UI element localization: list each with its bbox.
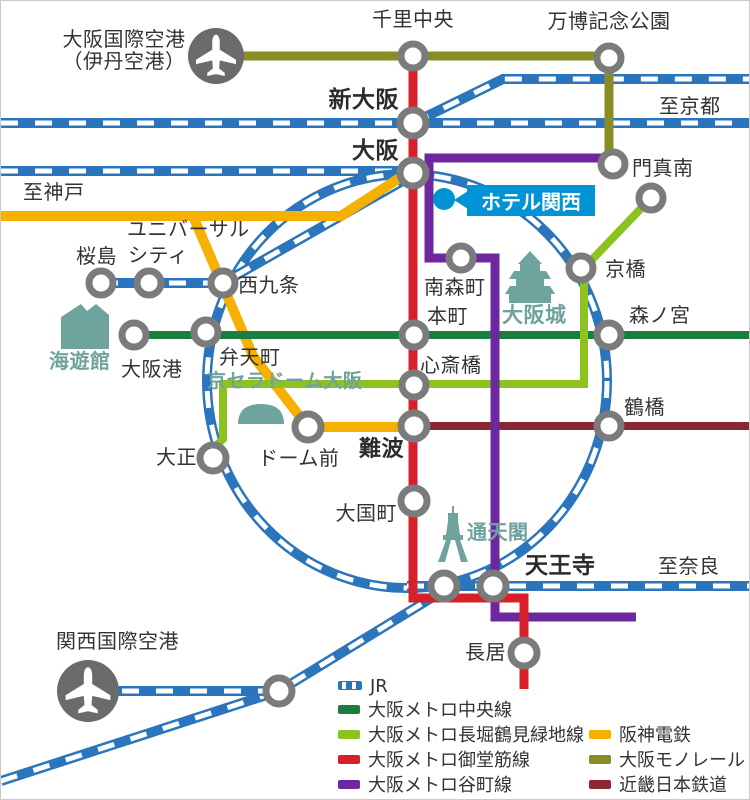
label-kansai-airport: 関西国際空港 [56, 629, 179, 653]
label-shin-osaka: 新大阪 [328, 87, 399, 113]
label-itami-airport: 大阪国際空港 （伊丹空港） [62, 27, 186, 73]
station-circle-kyobashi [565, 252, 597, 284]
legend-label-jr: JR [370, 676, 388, 697]
label-osaka-castle: 大阪城 [502, 303, 567, 327]
monorail-line-swatch [589, 755, 611, 764]
label-dome-mae: ドーム前 [258, 446, 340, 470]
hotel-callout-pointer [454, 191, 468, 209]
legend-row-metro-nagahori: 大阪メトロ長堀鶴見緑地線 [338, 726, 584, 746]
label-osaka: 大阪 [352, 138, 399, 164]
label-morinomiya: 森ノ宮 [629, 303, 691, 327]
label-to-kyoto: 至京都 [659, 94, 721, 118]
station-circle-shinsaibashi [398, 369, 430, 401]
landmark-icons [61, 251, 555, 562]
midosuji-line-swatch [338, 755, 360, 764]
station-circle-nagai [507, 636, 541, 670]
legend-label-metro-midosuji: 大阪メトロ御堂筋線 [368, 750, 530, 771]
label-osakako: 大阪港 [121, 357, 183, 381]
label-nagai: 長居 [465, 640, 506, 664]
legend-label-metro-chuo: 大阪メトロ中央線 [368, 700, 512, 721]
station-circle-daikokucho [397, 484, 431, 518]
station-circle-namba [397, 409, 431, 443]
station-circle-taisho [196, 441, 230, 475]
kyocera-dome-icon [238, 404, 284, 424]
label-nishikujo: 西九条 [238, 273, 300, 297]
label-kaiyukan: 海遊館 [49, 349, 111, 373]
label-daikokucho: 大国町 [335, 501, 397, 525]
station-circle-senri-chuo [397, 40, 429, 72]
label-universal-city-2: シティ [128, 243, 189, 267]
legend-row-monorail: 大阪モノレール [589, 751, 745, 771]
station-circle-osaka [396, 156, 430, 190]
legend-label-metro-nagahori: 大阪メトロ長堀鶴見緑地線 [368, 725, 584, 746]
label-to-nara: 至奈良 [658, 554, 720, 578]
station-circle-airport-junction [262, 674, 296, 708]
legend-row-metro-tanimachi: 大阪メトロ谷町線 [338, 776, 512, 796]
label-tennoji: 天王寺 [525, 553, 596, 579]
station-circle-shin-osaka [396, 106, 430, 140]
tanimachi-line-swatch [338, 780, 360, 789]
legend-row-jr: JR [338, 677, 388, 697]
label-kyobashi: 京橋 [605, 257, 646, 281]
label-sakurajima: 桜島 [76, 244, 117, 268]
label-shinsaibashi: 心斎橋 [420, 353, 482, 377]
station-circle-minami-morimachi [445, 242, 477, 274]
tsutenkaku-tower-icon [438, 506, 468, 562]
station-circle-kadoma-minami [597, 148, 629, 180]
hanshin-line-swatch [589, 730, 611, 739]
legend-label-metro-tanimachi: 大阪メトロ谷町線 [368, 775, 512, 796]
legend-row-metro-midosuji: 大阪メトロ御堂筋線 [338, 751, 530, 771]
label-namba: 難波 [358, 437, 404, 462]
label-kadoma-minami: 門真南 [632, 156, 694, 180]
station-circle-bentencho [190, 316, 222, 348]
station-circle-sakurajima [85, 267, 117, 299]
station-circle-nagahori-terminus [635, 182, 667, 214]
station-circle-universal-city [133, 267, 165, 299]
station-circles [85, 40, 667, 708]
label-banpaku-kinen-koen: 万博記念公園 [547, 9, 671, 33]
station-circle-dome-mae [291, 410, 325, 444]
kintetsu-line-swatch [589, 780, 611, 789]
chuo-line-swatch [338, 705, 360, 714]
station-circle-morinomiya [593, 319, 625, 351]
hotel-location-dot [433, 188, 455, 210]
label-minami-morimachi: 南森町 [424, 275, 486, 299]
station-circle-osakako [118, 319, 150, 351]
station-circle-tsuruhashi [593, 410, 625, 442]
station-circle-tennoji-east [476, 569, 510, 603]
nagahori-line-swatch [338, 730, 360, 739]
legend-row-hanshin: 阪神電鉄 [589, 726, 691, 746]
jr-line-swatch [338, 681, 362, 690]
label-senri-chuo: 千里中央 [372, 7, 454, 31]
station-circle-tennoji-west [427, 569, 461, 603]
airport-icons [57, 28, 244, 722]
station-circle-banpaku-kinen-koen [593, 42, 625, 74]
label-kyocera-dome: 京セラドーム大阪 [207, 370, 363, 392]
osaka-castle-icon [505, 251, 555, 303]
legend-row-metro-chuo: 大阪メトロ中央線 [338, 701, 512, 721]
label-tsutenkaku: 通天閣 [467, 520, 529, 544]
label-bentencho: 弁天町 [219, 345, 281, 369]
label-universal-city-1: ユニバーサル [127, 217, 250, 241]
label-hommachi: 本町 [427, 304, 468, 328]
kaiyukan-aquarium-icon [61, 304, 109, 349]
label-taisho: 大正 [156, 445, 197, 469]
label-to-kobe: 至神戸 [23, 180, 85, 204]
legend-label-kintetsu: 近畿日本鉄道 [619, 775, 727, 796]
hanshin-main-line [1, 172, 404, 221]
jr-kyoto-line-upper [410, 74, 749, 128]
legend-label-hanshin: 阪神電鉄 [619, 725, 691, 746]
legend-label-monorail: 大阪モノレール [619, 750, 745, 771]
station-circle-hommachi [398, 319, 430, 351]
legend-row-kintetsu: 近畿日本鉄道 [589, 776, 727, 796]
label-tsuruhashi: 鶴橋 [624, 395, 665, 419]
station-circle-nishikujo [207, 267, 239, 299]
hotel-callout: ホテル関西 [467, 185, 595, 216]
